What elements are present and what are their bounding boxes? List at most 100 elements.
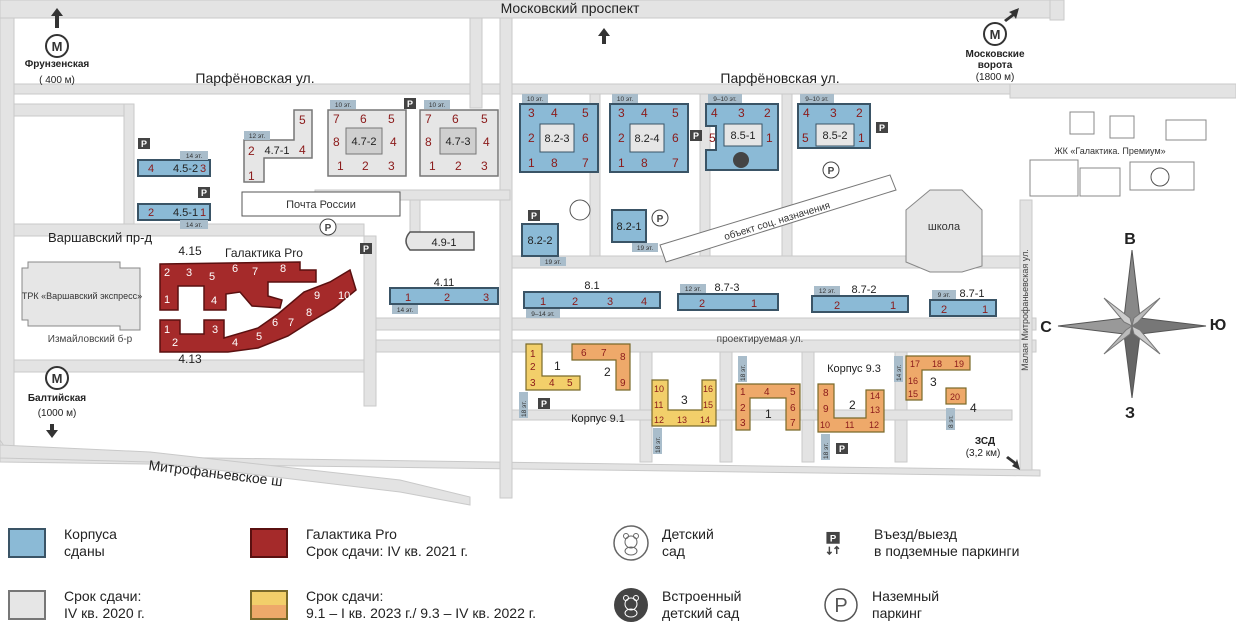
arrow-up-icon	[51, 8, 63, 28]
svg-text:6: 6	[272, 317, 278, 329]
svg-text:8 эт.: 8 эт.	[948, 415, 955, 428]
building-4-7-1[interactable]: 4.7-1 5 2 4 1 12 эт.	[243, 109, 313, 183]
svg-text:P: P	[830, 534, 837, 545]
ground-parking-icon: P	[319, 218, 337, 236]
svg-text:2: 2	[856, 106, 863, 120]
svg-text:4.7-2: 4.7-2	[351, 136, 376, 148]
legend-label: IV кв. 2020 г.	[64, 605, 145, 621]
svg-text:Фрунзенская: Фрунзенская	[25, 59, 90, 70]
underground-parking-icon: P	[690, 130, 702, 141]
svg-text:3: 3	[830, 106, 837, 120]
svg-text:18: 18	[932, 359, 942, 369]
building-8-5-1[interactable]: 8.5-1 4 3 2 5 1 9–10 эт.	[705, 94, 779, 171]
svg-text:P: P	[363, 244, 369, 254]
compass-rose: В З С Ю	[1040, 231, 1226, 422]
street-moskovsky: Московский проспект	[501, 0, 640, 16]
svg-text:1: 1	[540, 296, 546, 308]
svg-text:10: 10	[820, 420, 830, 430]
svg-text:M: M	[990, 27, 1001, 42]
svg-text:Корпус 9.1: Корпус 9.1	[571, 413, 625, 425]
building-4-15[interactable]: 4.15 1 2 3 5 4 6 7 8	[159, 244, 317, 311]
svg-text:14 эт.: 14 эт.	[397, 307, 413, 314]
building-8-2-1[interactable]: 8.2-1 19 эт.	[611, 209, 658, 252]
svg-text:8: 8	[306, 307, 312, 319]
building-8-2-2[interactable]: 8.2-2 19 эт.	[521, 223, 566, 266]
svg-text:4.7-3: 4.7-3	[445, 136, 470, 148]
building-korpus-9-3[interactable]: 1 2 3 4 5 6 7 8 9 10 11 12 13 14 15 16 1…	[735, 355, 977, 460]
ground-parking-icon: P	[651, 209, 669, 227]
svg-text:8.7-2: 8.7-2	[851, 284, 876, 296]
svg-text:1: 1	[528, 156, 535, 170]
svg-text:6: 6	[790, 403, 796, 414]
building-8-7-1[interactable]: 8.7-1 2 1 9 эт.	[929, 288, 997, 317]
building-8-1[interactable]: 8.1 1 2 3 4 9–14 эт.	[523, 280, 661, 318]
legend-label: 9.1 – I кв. 2023 г./ 9.3 – IV кв. 2022 г…	[306, 605, 537, 621]
svg-text:10 эт.: 10 эт.	[617, 96, 633, 103]
building-4-7-2[interactable]: 4.7-2 7 6 5 8 4 1 2 3 10 эт.	[327, 100, 407, 177]
svg-text:8.7-3: 8.7-3	[714, 282, 739, 294]
svg-text:2: 2	[455, 159, 462, 173]
building-4-7-3[interactable]: 4.7-3 7 6 5 8 4 1 2 3 10 эт.	[419, 100, 499, 177]
svg-text:1: 1	[248, 169, 255, 183]
svg-text:4.5-2: 4.5-2	[173, 163, 198, 175]
svg-text:5: 5	[299, 113, 306, 127]
parking-icons: P P P P P P P P P P P P	[138, 98, 888, 454]
building-8-7-2[interactable]: 8.7-2 2 1 12 эт.	[811, 284, 909, 313]
building-4-11[interactable]: 4.11 1 2 3 14 эт.	[389, 277, 499, 314]
svg-text:школа: школа	[928, 221, 961, 233]
builtin-kindergarten-icon	[733, 152, 749, 168]
trk-building: ТРК «Варшавский экспресс»	[21, 261, 142, 331]
building-8-2-4[interactable]: 8.2-4 3 4 5 2 6 1 8 7 10 эт.	[609, 94, 689, 173]
building-8-5-2[interactable]: 8.5-2 4 3 2 5 1 9–10 эт.	[797, 94, 871, 149]
svg-text:4.5-1: 4.5-1	[173, 207, 198, 219]
building-8-2-3[interactable]: 8.2-3 3 4 5 2 6 1 8 7 10 эт.	[519, 94, 599, 173]
svg-text:2: 2	[164, 267, 170, 279]
svg-text:7: 7	[425, 112, 432, 126]
svg-text:3: 3	[528, 106, 535, 120]
building-4-5-1[interactable]: 2 4.5-1 1 14 эт.	[137, 203, 211, 229]
svg-text:3: 3	[681, 393, 688, 407]
svg-text:5: 5	[388, 112, 395, 126]
svg-text:5: 5	[790, 387, 796, 398]
svg-text:8.5-2: 8.5-2	[822, 130, 847, 142]
svg-text:З: З	[1125, 405, 1135, 422]
building-korpus-9-1[interactable]: 1 2 3 4 5 6 7 8 9 10 11 12 13 14 15 16 1…	[519, 343, 717, 454]
svg-text:19: 19	[954, 359, 964, 369]
direction-arrows	[46, 8, 1020, 470]
svg-text:6: 6	[581, 348, 587, 359]
svg-text:8.1: 8.1	[584, 280, 599, 292]
svg-text:3: 3	[738, 106, 745, 120]
svg-text:( 400 м): ( 400 м)	[39, 75, 75, 86]
svg-text:6: 6	[452, 112, 459, 126]
underground-parking-icon: P	[198, 187, 210, 198]
underground-parking-icon: P	[826, 531, 840, 556]
svg-text:4: 4	[803, 106, 810, 120]
svg-text:4: 4	[551, 106, 558, 120]
svg-text:ТРК «Варшавский экспресс»: ТРК «Варшавский экспресс»	[22, 291, 142, 301]
legend-label: Въезд/выезд	[874, 526, 957, 542]
svg-text:9 эт.: 9 эт.	[938, 292, 951, 299]
building-8-7-3[interactable]: 8.7-3 2 1 12 эт.	[677, 282, 779, 311]
svg-text:4.13: 4.13	[178, 352, 202, 366]
building-4-9-1[interactable]: 4.9-1	[405, 231, 475, 251]
metro-icon	[983, 22, 1007, 46]
svg-text:1: 1	[429, 159, 436, 173]
svg-text:14 эт.: 14 эт.	[896, 365, 903, 381]
svg-text:8: 8	[425, 135, 432, 149]
svg-text:P: P	[828, 166, 835, 177]
pochta-building: Почта России	[241, 191, 401, 217]
svg-text:2: 2	[618, 131, 625, 145]
svg-text:4.9-1: 4.9-1	[431, 237, 456, 249]
svg-text:7: 7	[582, 156, 589, 170]
arrow-downright-icon	[1006, 456, 1020, 470]
svg-text:4: 4	[299, 143, 306, 157]
svg-text:4: 4	[641, 106, 648, 120]
svg-text:1: 1	[337, 159, 344, 173]
svg-text:3: 3	[530, 378, 536, 389]
building-4-5-2[interactable]: 4 4.5-2 3 14 эт.	[137, 151, 211, 177]
svg-text:В: В	[1124, 231, 1136, 248]
building-4-13[interactable]: 4.13 1 2 3 4 5 6 7 8 9 10	[159, 268, 357, 366]
street-parfenovskaya-left: Парфёновская ул.	[195, 70, 314, 86]
svg-text:P: P	[407, 99, 413, 109]
